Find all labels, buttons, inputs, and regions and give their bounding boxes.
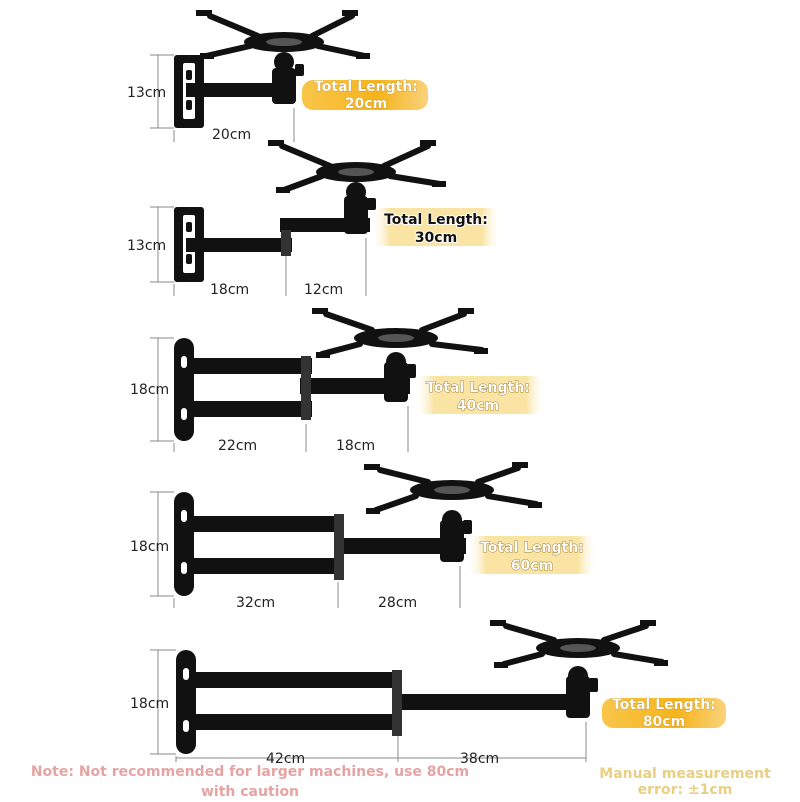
arm-segment <box>334 538 466 554</box>
height-label: 13cm <box>127 238 166 254</box>
badge-title: Total Length: <box>612 697 716 713</box>
height-label: 18cm <box>130 382 169 398</box>
badge-title: Total Length: <box>480 540 584 556</box>
dimension-lines <box>150 491 461 608</box>
arm-segment <box>190 672 402 688</box>
measurement-error-note: Manual measurement error: ±1cm <box>590 766 780 798</box>
height-label: 18cm <box>130 696 169 712</box>
arm-segment <box>186 238 292 252</box>
arm-segment <box>190 714 402 730</box>
arm-segment <box>188 358 312 374</box>
badge-value: 30cm <box>415 230 457 246</box>
badge-value: 40cm <box>457 398 499 414</box>
dimension-lines <box>150 54 295 142</box>
projector-bracket <box>196 10 370 104</box>
projector-bracket <box>268 140 446 234</box>
segment-label: 28cm <box>378 595 417 611</box>
badge-title: Total Length: <box>426 380 530 396</box>
projector-bracket <box>364 462 542 562</box>
segment-label: 18cm <box>210 282 249 298</box>
badge-value: 20cm <box>345 96 387 112</box>
segment-label: 20cm <box>212 127 251 143</box>
badge-value: 60cm <box>511 558 553 574</box>
config-60cm: 18cm 32cm 28cm Total Length: 60cm <box>130 462 598 611</box>
height-label: 13cm <box>127 85 166 101</box>
caution-note: Note: Not recommended for larger machine… <box>20 762 480 802</box>
badge-title: Total Length: <box>384 212 488 228</box>
total-length-badge: Total Length: 40cm <box>414 376 546 414</box>
arm-segment <box>188 401 312 417</box>
height-label: 18cm <box>130 539 169 555</box>
caution-note-line1: Note: Not recommended for larger machine… <box>30 764 470 780</box>
segment-label: 22cm <box>218 438 257 454</box>
config-80cm: 18cm 42cm 38cm Total Length: 80cm <box>130 620 726 767</box>
projector-bracket <box>312 308 488 402</box>
segment-label: 18cm <box>336 438 375 454</box>
config-20cm: 13cm 20cm Total Length: 20cm <box>127 10 428 143</box>
config-30cm: 13cm 18cm 12cm Total Length: 30cm <box>127 140 502 298</box>
total-length-badge: Total Length: 60cm <box>466 536 598 574</box>
dimension-lines <box>150 649 587 762</box>
total-length-badge: Total Length: 20cm <box>302 79 428 112</box>
arm-segment <box>300 378 410 394</box>
measurement-error-line2: error: ±1cm <box>637 782 733 798</box>
arm-segment <box>186 83 280 97</box>
badge-value: 80cm <box>643 714 685 730</box>
arm-segment <box>188 516 344 532</box>
arm-segment <box>392 694 590 710</box>
total-length-badge: Total Length: 30cm <box>370 208 502 247</box>
wall-plate <box>174 492 194 596</box>
segment-label: 12cm <box>304 282 343 298</box>
segment-label: 32cm <box>236 595 275 611</box>
wall-plate <box>176 650 196 754</box>
dimension-lines <box>150 337 409 452</box>
badge-title: Total Length: <box>314 79 418 95</box>
projector-bracket <box>490 620 668 718</box>
measurement-error-line1: Manual measurement <box>599 766 771 782</box>
total-length-badge: Total Length: 80cm <box>602 697 726 730</box>
segment-label: 42cm <box>266 751 305 767</box>
arm-segment <box>188 558 344 574</box>
wall-plate <box>174 338 194 441</box>
config-40cm: 18cm 22cm 18cm Total Length: 40cm <box>130 308 546 454</box>
segment-label: 38cm <box>460 751 499 767</box>
caution-note-line2: with caution <box>200 784 300 800</box>
dimension-lines <box>150 206 367 296</box>
